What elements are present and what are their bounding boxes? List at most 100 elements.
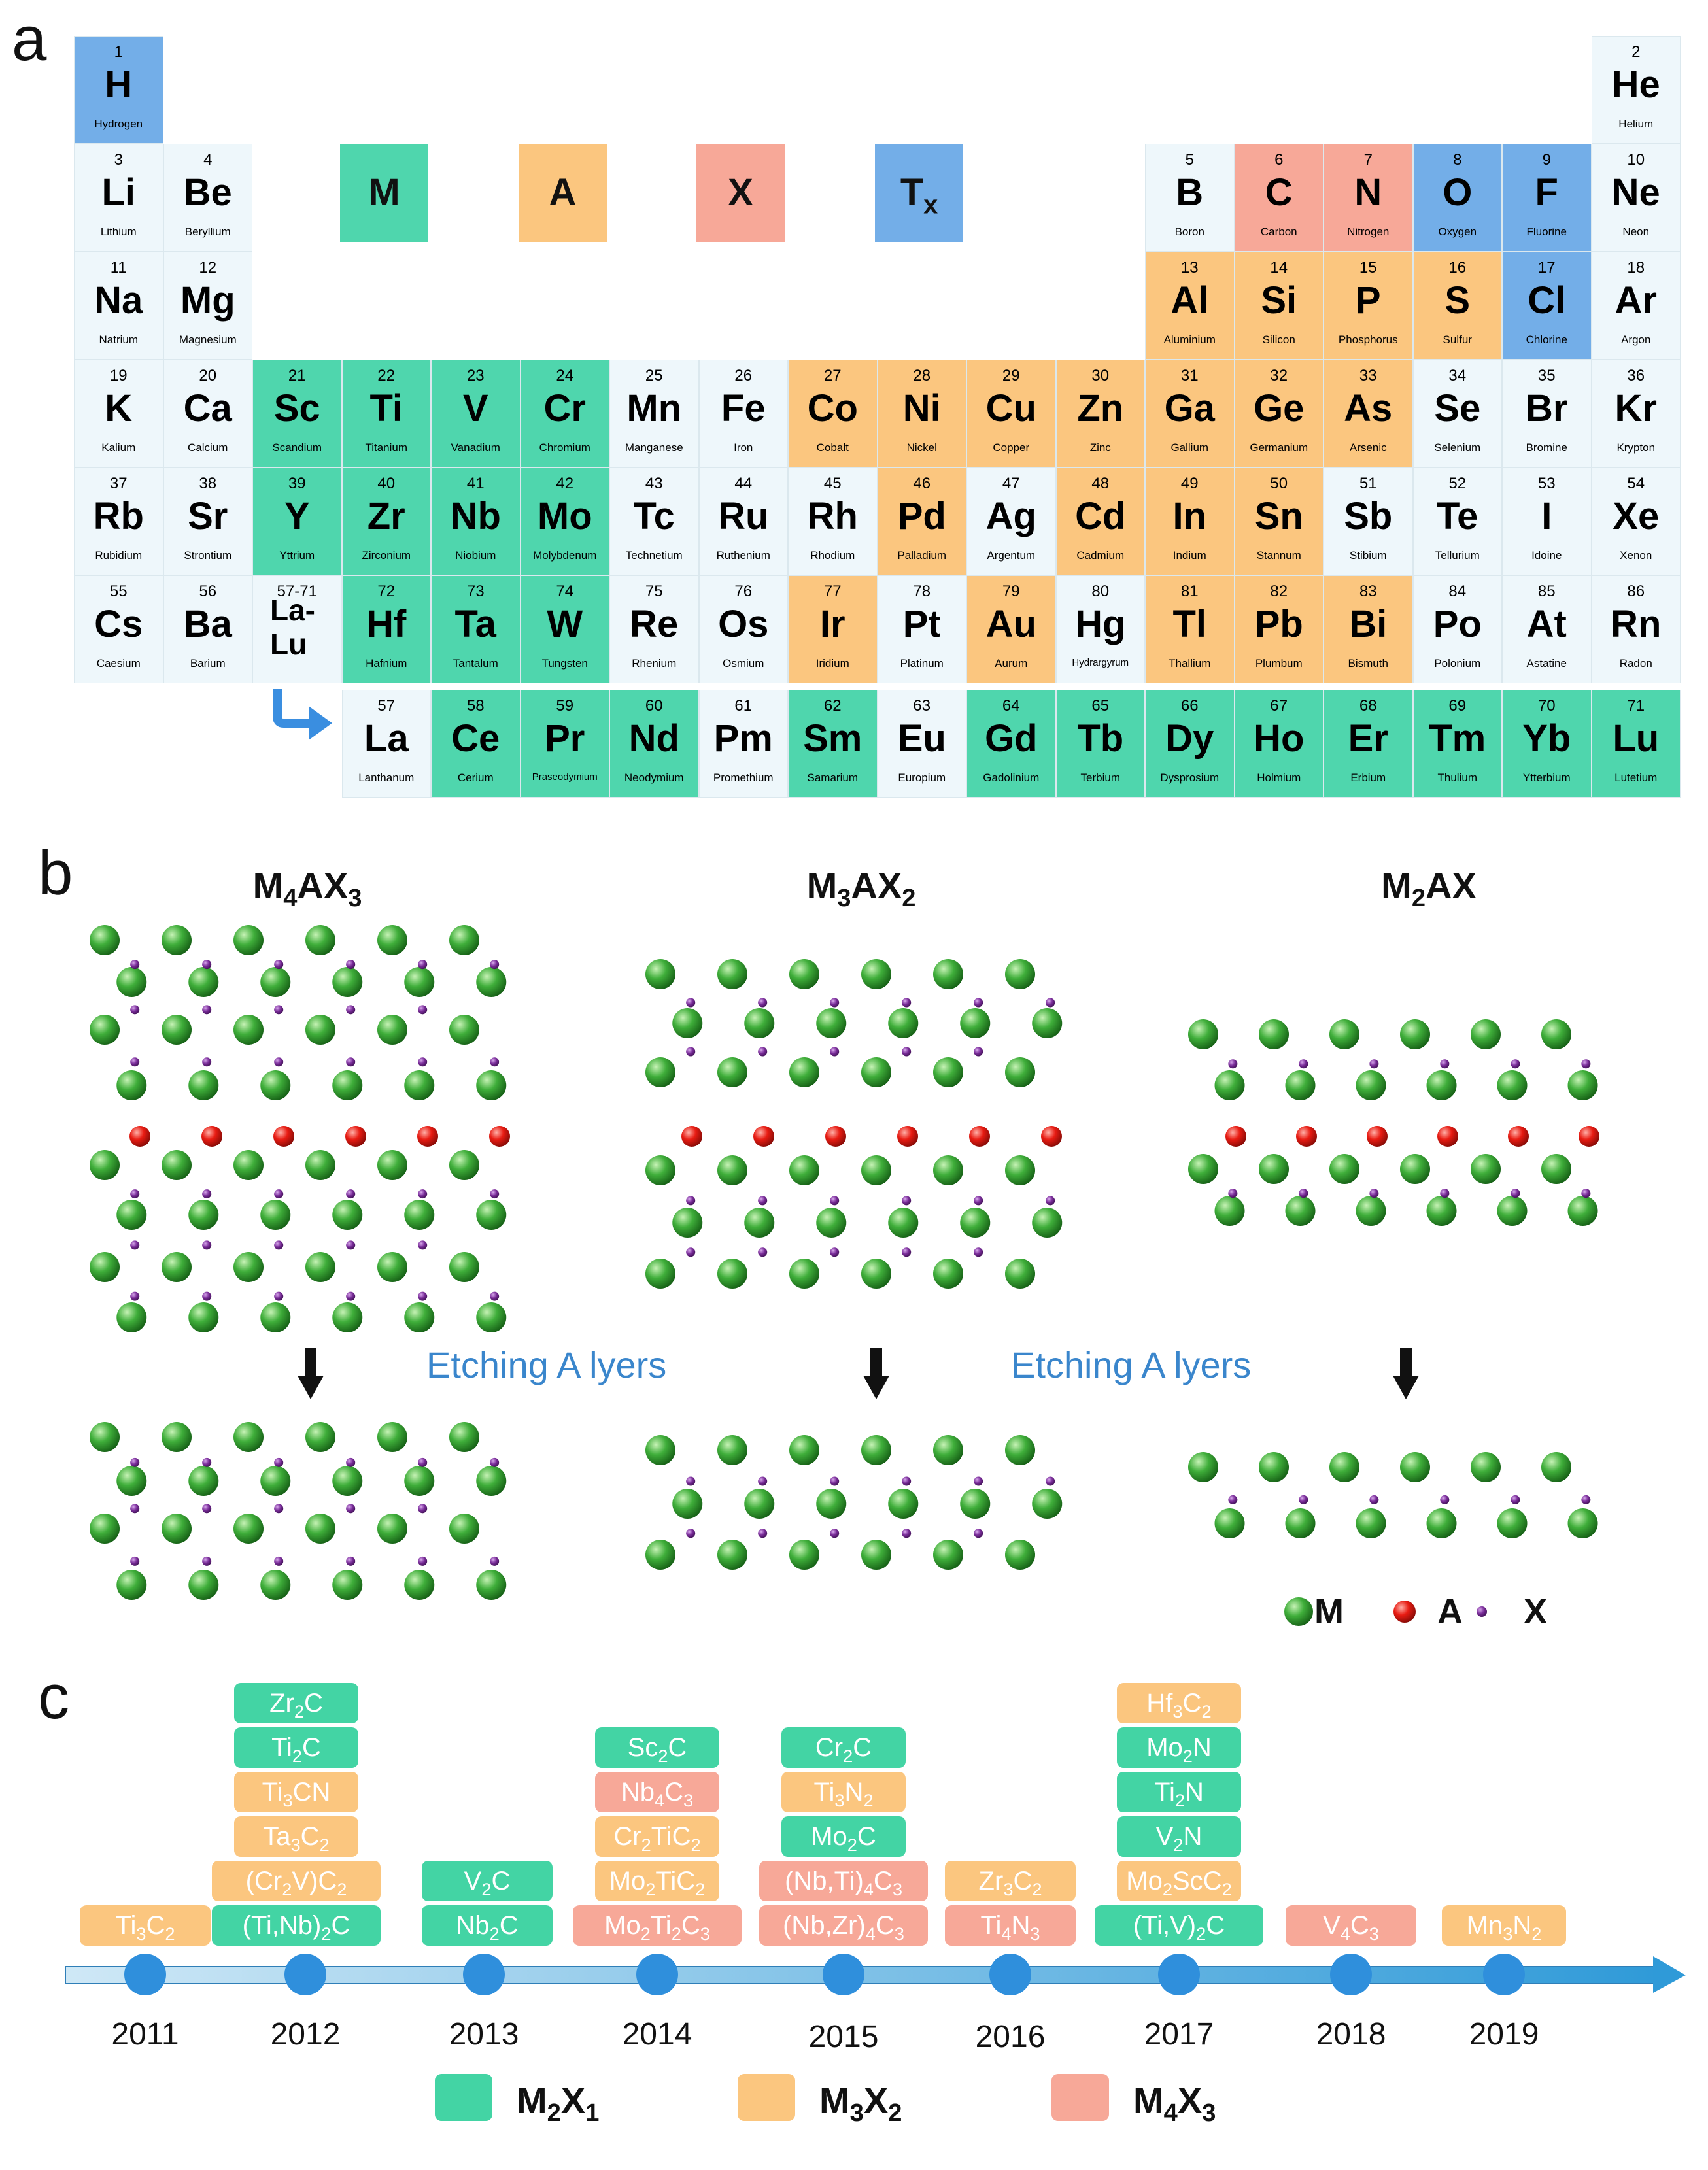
element-symbol: Xe bbox=[1613, 495, 1660, 537]
atomic-number: 61 bbox=[734, 697, 753, 715]
a-atom bbox=[825, 1126, 846, 1147]
x-atom bbox=[686, 1196, 696, 1206]
lanthanide-arrow-icon bbox=[273, 689, 332, 740]
element-name: Erbium bbox=[1350, 771, 1386, 784]
x-atom bbox=[346, 960, 356, 970]
x-atom bbox=[202, 1189, 212, 1199]
element-name: Kalium bbox=[101, 441, 136, 454]
m-atom bbox=[188, 967, 219, 997]
atomic-number: 68 bbox=[1359, 697, 1377, 715]
element-symbol: La-Lu bbox=[270, 593, 315, 661]
m-atom bbox=[861, 959, 891, 989]
x-atom bbox=[490, 960, 500, 970]
element-symbol: Pt bbox=[902, 603, 941, 645]
m-atom bbox=[1471, 1452, 1501, 1482]
element-symbol: As bbox=[1344, 387, 1393, 430]
x-atom bbox=[1299, 1189, 1308, 1198]
element-symbol: O bbox=[1443, 171, 1473, 214]
element-name: Caesium bbox=[96, 657, 141, 670]
m-atom bbox=[1400, 1019, 1430, 1049]
mxene-box: (Nb,Ti)4C3 bbox=[759, 1861, 928, 1901]
atomic-number: 26 bbox=[734, 367, 753, 384]
atomic-number: 3 bbox=[114, 151, 123, 169]
element-name: Barium bbox=[190, 657, 226, 670]
atomic-number: 48 bbox=[1091, 475, 1110, 492]
m-atom bbox=[1005, 1155, 1035, 1185]
element-symbol: Y bbox=[284, 495, 310, 537]
element-name: Europium bbox=[898, 771, 946, 784]
m-atom bbox=[377, 1150, 407, 1180]
crystal-structures bbox=[90, 925, 1599, 1600]
a-atom bbox=[1437, 1126, 1458, 1147]
x-atom bbox=[274, 960, 284, 970]
m-atom bbox=[1497, 1196, 1528, 1226]
x-atom bbox=[974, 1247, 983, 1257]
element-symbol: Pr bbox=[545, 717, 585, 760]
mxene-box: Ti2C bbox=[234, 1727, 358, 1768]
m-atom bbox=[789, 1259, 819, 1289]
mxene-box: Cr2C bbox=[781, 1727, 906, 1768]
element-name: Palladium bbox=[897, 549, 947, 562]
m-atom bbox=[332, 1070, 363, 1100]
element-name: Cobalt bbox=[816, 441, 849, 454]
mxene-box: Nb2C bbox=[422, 1905, 553, 1946]
structure-title: M2AX bbox=[1381, 865, 1477, 913]
x-atom bbox=[1511, 1495, 1520, 1504]
mxene-box: (Ti,Nb)2C bbox=[212, 1905, 381, 1946]
m-atom bbox=[1426, 1196, 1457, 1226]
mxene-box: Zr2C bbox=[234, 1683, 358, 1723]
m-atom bbox=[90, 1150, 120, 1180]
m-atom bbox=[1032, 1008, 1063, 1038]
x-atom bbox=[1440, 1059, 1450, 1069]
atomic-number: 82 bbox=[1270, 583, 1288, 600]
m-atom bbox=[1356, 1196, 1386, 1226]
mxene-box: Nb4C3 bbox=[595, 1772, 719, 1812]
element-symbol: Sn bbox=[1254, 495, 1303, 537]
a-atom bbox=[681, 1126, 702, 1147]
element-symbol: Cl bbox=[1528, 279, 1566, 322]
m-atom bbox=[645, 1057, 675, 1087]
atomic-number: 32 bbox=[1270, 367, 1288, 384]
x-atom bbox=[830, 998, 840, 1008]
legend-swatch-m2x1 bbox=[435, 2074, 492, 2121]
element-name: Oxygen bbox=[1438, 226, 1477, 238]
x-atom bbox=[1440, 1189, 1450, 1198]
x-atom bbox=[830, 1196, 840, 1206]
element-name: Gadolinium bbox=[983, 771, 1040, 784]
element-name: Cerium bbox=[457, 771, 494, 784]
down-arrow-icon bbox=[1393, 1348, 1419, 1399]
atomic-number: 69 bbox=[1448, 697, 1467, 715]
x-atom bbox=[418, 1005, 428, 1015]
x-atom bbox=[974, 1047, 983, 1057]
atomic-number: 42 bbox=[556, 475, 574, 492]
m-atom bbox=[188, 1466, 219, 1496]
x-atom bbox=[758, 998, 768, 1008]
x-atom bbox=[1299, 1059, 1308, 1069]
m-atom bbox=[1471, 1154, 1501, 1184]
element-name: Thulium bbox=[1437, 771, 1477, 784]
m-atom bbox=[404, 1570, 435, 1600]
legend-M-box: M bbox=[340, 144, 428, 242]
m-atom bbox=[1426, 1508, 1457, 1538]
m-atom bbox=[233, 1422, 264, 1452]
m-atom bbox=[1567, 1196, 1598, 1226]
m-atom bbox=[933, 1259, 963, 1289]
atomic-number: 25 bbox=[645, 367, 663, 384]
atom-legend-swatches bbox=[1284, 1597, 1487, 1626]
etching-label-1: Etching A lyers bbox=[426, 1344, 667, 1385]
element-symbol: V bbox=[462, 387, 488, 430]
x-atom bbox=[1581, 1189, 1591, 1198]
x-atom bbox=[418, 1057, 428, 1067]
m-atom bbox=[449, 1422, 479, 1452]
element-name: Aurum bbox=[995, 657, 1028, 670]
element-name: Astatine bbox=[1526, 657, 1567, 670]
